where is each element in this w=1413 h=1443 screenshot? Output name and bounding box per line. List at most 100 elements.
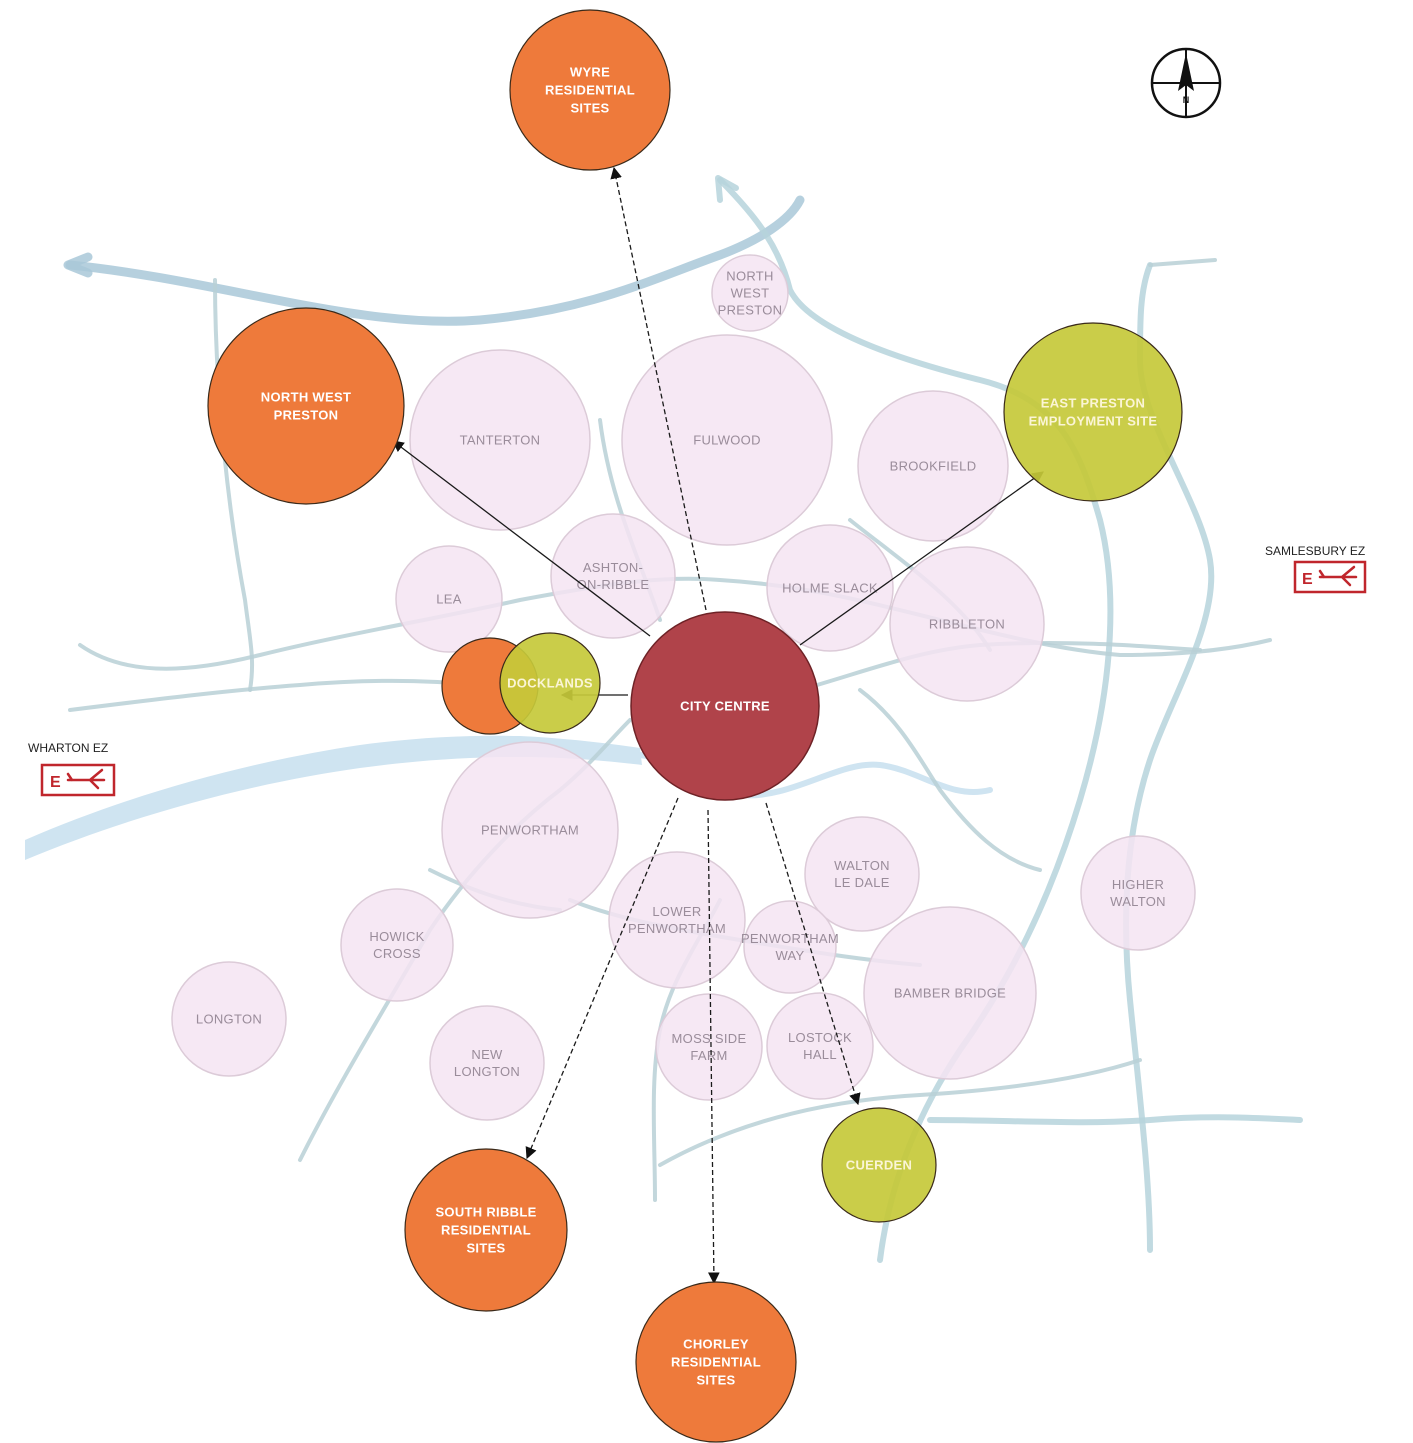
higher-walton-label-line: WALTON [1110, 894, 1166, 909]
walton-le-dale-label-line: WALTON [834, 858, 890, 873]
lower-penwortham-label-line: PENWORTHAM [628, 921, 726, 936]
area-circle [621, 334, 833, 546]
river-ribble [25, 735, 642, 860]
cuerden-label-line: CUERDEN [846, 1158, 912, 1173]
connection-arrow [707, 809, 720, 1285]
area-tanterton: TANTERTON [409, 349, 591, 531]
chorley-residential-sites-label-line: RESIDENTIAL [671, 1355, 761, 1370]
lower-penwortham-label-line: LOWER [652, 904, 701, 919]
samlesbury-ez-letter: E [1302, 571, 1313, 588]
lea-label-line: LEA [436, 592, 462, 607]
ribbleton-label-line: RIBBLETON [929, 617, 1005, 632]
howick-cross-label-line: HOWICK [369, 929, 424, 944]
fulwood-label-line: FULWOOD [693, 433, 761, 448]
area-holme-slack: HOLME SLACK [766, 524, 894, 652]
area-brookfield: BROOKFIELD [857, 390, 1009, 542]
brookfield-label-line: BROOKFIELD [890, 459, 977, 474]
area-howick-cross: HOWICK CROSS [340, 888, 454, 1002]
area-lower-penwortham: LOWER PENWORTHAM [608, 851, 746, 989]
lostock-hall-label-line: LOSTOCK [788, 1030, 852, 1045]
north-west-preston-site-label-line: PRESTON [274, 408, 339, 423]
area-lea: LEA [395, 545, 503, 653]
area-circle [340, 888, 454, 1002]
area-new-longton: NEW LONGTON [429, 1005, 545, 1121]
airplane-icon [66, 768, 106, 790]
site-circle [1003, 322, 1183, 502]
area-higher-walton: HIGHER WALTON [1080, 835, 1196, 951]
wyre-residential-sites-label-line: WYRE [570, 65, 610, 80]
higher-walton-label-line: HIGHER [1112, 877, 1164, 892]
area-circle [429, 1005, 545, 1121]
ashton-on-ribble-label-line: ASHTON- [583, 560, 643, 575]
holme-slack-label-line: HOLME SLACK [782, 581, 878, 596]
connection-arrow [799, 471, 1044, 646]
north-west-preston-area-label-line: PRESTON [718, 303, 783, 318]
south-ribble-residential-sites-label-line: SOUTH RIBBLE [435, 1205, 536, 1220]
area-circle [804, 816, 920, 932]
area-ribbleton: RIBBLETON [889, 546, 1045, 702]
area-circle [889, 546, 1045, 702]
area-circle [655, 993, 763, 1101]
samlesbury-ez-label: SAMLESBURY EZ [1265, 544, 1365, 558]
wharton-ez-letter: E [50, 774, 61, 791]
docklands-employment-label-line: DOCKLANDS [507, 676, 593, 691]
ashton-on-ribble-label-line: ON-RIBBLE [577, 577, 650, 592]
area-circle [550, 513, 676, 639]
wharton-ez-label: WHARTON EZ [28, 741, 108, 755]
south-ribble-residential-sites-label-line: SITES [466, 1241, 505, 1256]
area-circle [743, 900, 837, 994]
samlesbury-ez: SAMLESBURY EZ E [1265, 544, 1367, 594]
city-centre-label-line: CITY CENTRE [680, 699, 770, 714]
area-circle [608, 851, 746, 989]
penwortham-way-label-line: PENWORTHAM [741, 931, 839, 946]
area-circle [409, 349, 591, 531]
penwortham-way-label-line: WAY [775, 948, 804, 963]
north-west-preston-site-label-line: NORTH WEST [261, 390, 351, 405]
site-circle [207, 307, 405, 505]
howick-cross-label-line: CROSS [373, 946, 421, 961]
new-longton-label-line: LONGTON [454, 1064, 520, 1079]
chorley-residential-sites-label-line: CHORLEY [683, 1337, 749, 1352]
north-arrow-icon [1178, 53, 1194, 91]
area-bamber-bridge: BAMBER BRIDGE [863, 906, 1037, 1080]
area-circle [1080, 835, 1196, 951]
area-circle [441, 741, 619, 919]
penwortham-label-line: PENWORTHAM [481, 823, 579, 838]
area-circle [711, 254, 789, 332]
site-circle [509, 9, 671, 171]
lostock-hall-label-line: HALL [803, 1047, 837, 1062]
area-lostock-hall: LOSTOCK HALL [766, 992, 874, 1100]
east-preston-employment-site-label-line: EAST PRESTON [1041, 396, 1146, 411]
city-centre-circle [630, 611, 820, 801]
north-west-preston-area-label-line: WEST [731, 286, 770, 301]
site-south-ribble-residential-sites: SOUTH RIBBLE RESIDENTIAL SITES [404, 1148, 568, 1312]
area-circle [863, 906, 1037, 1080]
airplane-icon [1318, 565, 1358, 587]
city-centre-hub: CITY CENTRE [630, 611, 820, 801]
area-circle [766, 524, 894, 652]
chorley-residential-sites-label-line: SITES [696, 1373, 735, 1388]
new-longton-label-line: NEW [471, 1047, 503, 1062]
connection-arrow [610, 166, 707, 611]
site-circle [404, 1148, 568, 1312]
site-circle [821, 1107, 937, 1223]
south-ribble-residential-sites-label-line: RESIDENTIAL [441, 1223, 531, 1238]
tanterton-label-line: TANTERTON [460, 433, 541, 448]
area-circle [857, 390, 1009, 542]
connection-arrow [392, 440, 651, 637]
compass: N [1150, 47, 1222, 119]
area-circle [171, 961, 287, 1077]
area-circle [766, 992, 874, 1100]
area-longton: LONGTON [171, 961, 287, 1077]
compass-letter: N [1183, 95, 1190, 105]
area-circle [395, 545, 503, 653]
connection-arrow [765, 802, 861, 1106]
site-circle [635, 1281, 797, 1443]
